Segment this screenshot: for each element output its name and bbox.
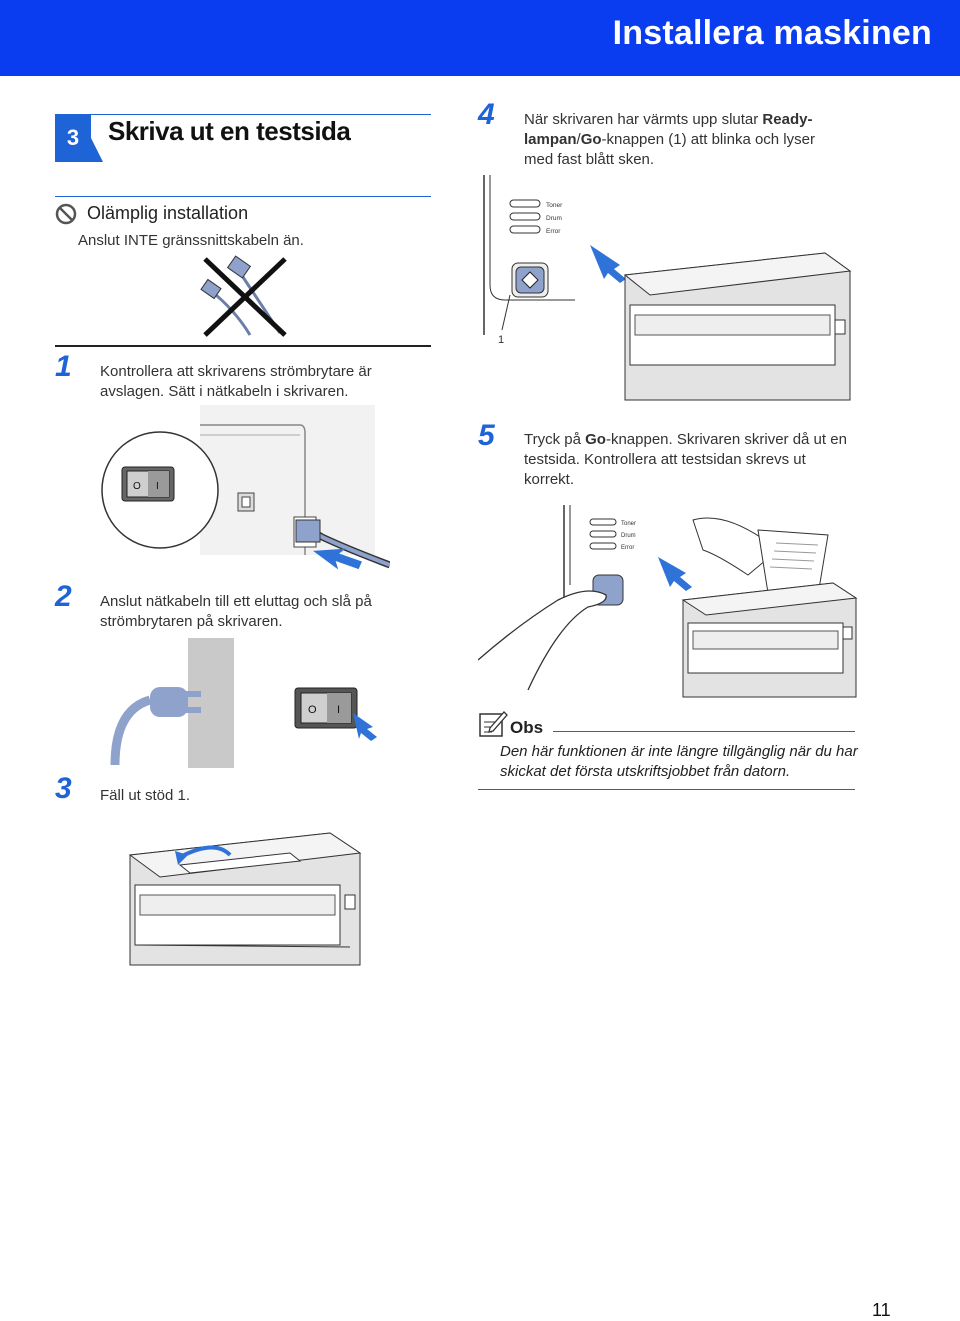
warning-top-rule — [55, 196, 431, 197]
ready-lamp-illustration: Toner Drum Error 1 — [483, 175, 852, 401]
step-2-number: 2 — [55, 580, 72, 613]
step-5-number: 5 — [478, 419, 495, 452]
section-number: 3 — [66, 125, 80, 150]
step-4-number: 4 — [478, 98, 495, 131]
step-4-text: När skrivaren har värmts upp slutar Read… — [524, 111, 815, 168]
prohibited-icon — [55, 203, 77, 225]
page-header-title: Installera maskinen — [612, 14, 932, 52]
error-label-2: Error — [621, 545, 634, 551]
note-bottom-rule — [478, 789, 855, 790]
warning-title: Olämplig installation — [87, 203, 249, 223]
step-3-number: 3 — [55, 772, 72, 805]
toner-label: Toner — [546, 202, 563, 209]
crossed-interface-cable-illustration — [200, 255, 287, 337]
warning-bottom-rule — [55, 345, 431, 347]
note-title: Obs — [510, 718, 544, 737]
callout-number: 1 — [498, 334, 504, 346]
warning-text: Anslut INTE gränssnittskabeln än. — [78, 232, 304, 249]
note-top-rule — [553, 731, 855, 732]
switch2-on-label: I — [337, 704, 340, 716]
drum-label-2: Drum — [621, 533, 636, 539]
press-go-button-illustration: Toner Drum Error — [478, 505, 858, 698]
step-2-text: Anslut nätkabeln till ett eluttag och sl… — [100, 593, 372, 630]
section-number-badge: 3 — [55, 114, 91, 162]
step-1-text: Kontrollera att skrivarens strömbrytare … — [100, 363, 372, 400]
switch2-off-label: O — [308, 704, 317, 716]
step-1-number: 1 — [55, 350, 72, 383]
error-label: Error — [546, 228, 561, 235]
toner-label-2: Toner — [621, 521, 636, 527]
drum-label: Drum — [546, 215, 562, 222]
section-rule — [91, 114, 431, 115]
note-pencil-icon — [479, 711, 508, 737]
note-text: Den här funktionen är inte längre tillgä… — [500, 743, 858, 780]
step-3-text: Fäll ut stöd 1. — [100, 787, 191, 804]
power-cord-insert-illustration: O I — [101, 405, 390, 570]
page-number: 11 — [872, 1300, 891, 1320]
header-bar — [0, 0, 960, 76]
section-badge-tail — [91, 138, 103, 162]
wall-outlet-power-on-illustration: O I — [110, 638, 377, 768]
step-5-text: Tryck på Go-knappen. Skrivaren skriver d… — [524, 431, 847, 488]
switch-on-label: I — [156, 481, 159, 492]
printer-support-flap-illustration — [128, 832, 362, 966]
switch-off-label: O — [133, 481, 141, 492]
section-title: Skriva ut en testsida — [108, 116, 351, 146]
